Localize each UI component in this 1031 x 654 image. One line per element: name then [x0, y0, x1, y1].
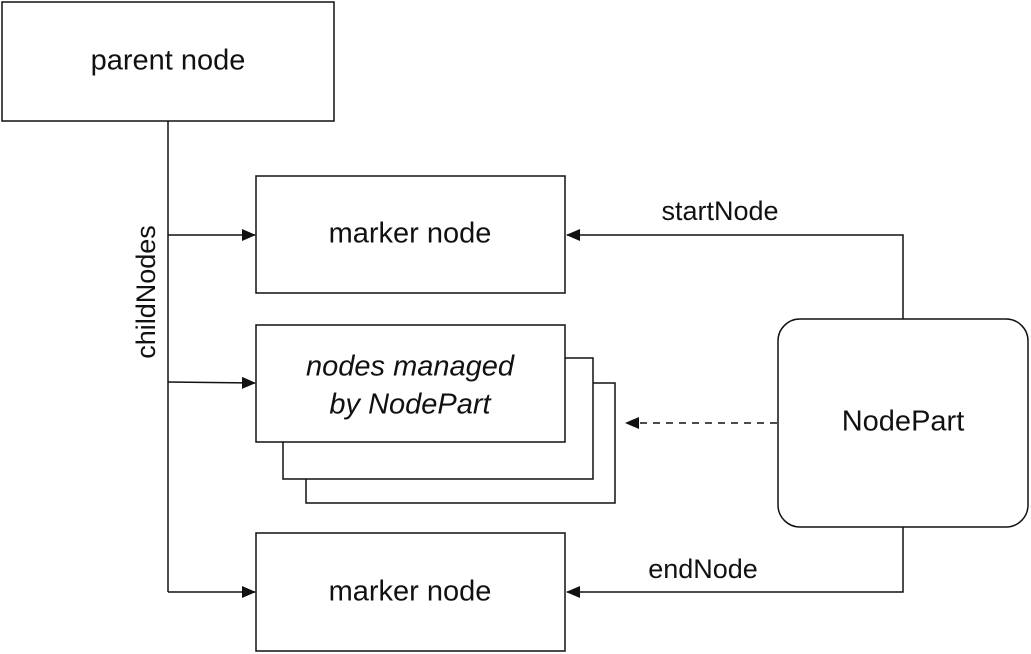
start-node-label: startNode — [661, 196, 778, 226]
child-nodes-label: childNodes — [131, 225, 161, 359]
parent-node-label: parent node — [91, 45, 246, 77]
managed-node-front — [255, 324, 566, 443]
marker-node-bottom: marker node — [255, 532, 566, 652]
child-arrow-managed — [167, 376, 256, 389]
nodepart-label: NodePart — [842, 406, 965, 438]
managed-node-label-line1: nodes managed — [306, 351, 515, 383]
marker-node-top-label: marker node — [329, 218, 492, 250]
marker-node-bottom-label: marker node — [329, 576, 492, 608]
nodepart-node: NodePart — [777, 318, 1029, 528]
marker-node-top: marker node — [255, 175, 566, 294]
parent-node: parent node — [1, 1, 335, 122]
end-node-connector — [566, 527, 904, 598]
managed-nodes-stack: nodes managed by NodePart — [255, 324, 616, 504]
end-node-label: endNode — [648, 554, 758, 584]
managed-node-label-line2: by NodePart — [329, 389, 492, 421]
start-node-connector — [566, 229, 904, 319]
